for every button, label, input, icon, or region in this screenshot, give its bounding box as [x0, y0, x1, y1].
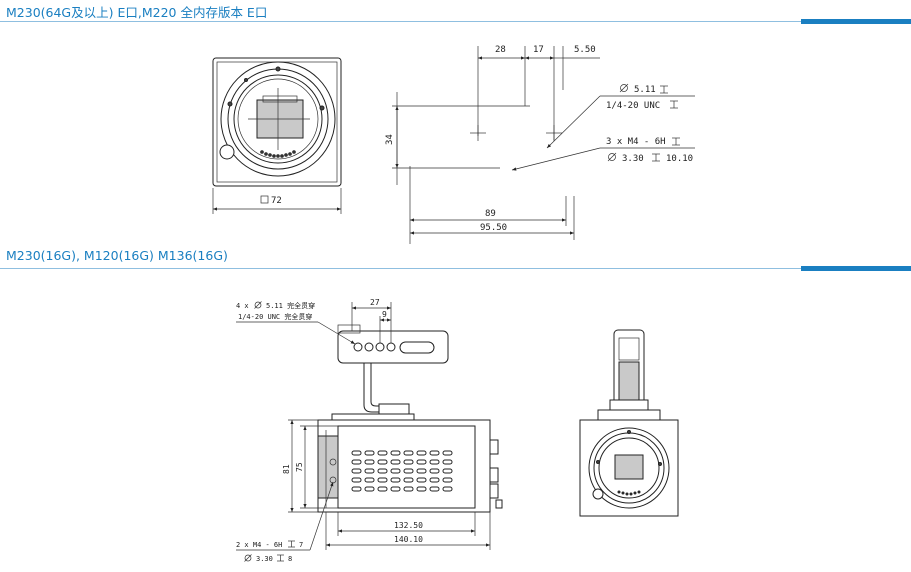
handle-callout-thread: 1/4-20 UNC 完全贯穿	[238, 312, 312, 321]
callout-m4-6h: 3 x M4 - 6H 3.30 10.10	[606, 137, 693, 164]
dim-140-10: 140.10	[394, 535, 423, 544]
bottom-callout-depth1: 7	[299, 541, 303, 549]
depth-symbol-icon	[660, 85, 668, 94]
dim-81: 81	[282, 464, 291, 474]
depth-symbol-icon	[652, 153, 660, 162]
dim-27: 27	[370, 298, 380, 307]
dim-9: 9	[382, 310, 387, 319]
depth-symbol-icon	[672, 137, 680, 146]
dim-17: 17	[533, 45, 544, 55]
section2-divider	[0, 268, 911, 269]
dim-34: 34	[385, 134, 395, 145]
depth-symbol-icon	[670, 100, 678, 109]
callout-bottom-m4: 2 x M4 - 6H 7 3.30 8	[236, 540, 303, 563]
bottom-callout-thread: 2 x M4 - 6H	[236, 541, 282, 549]
section2-title: M230(16G), M120(16G) M136(16G)	[6, 248, 228, 263]
dim-28: 28	[495, 45, 506, 55]
dim-95-50: 95.50	[480, 223, 507, 233]
callout-b-diameter: 3.30	[622, 154, 644, 164]
front-view-with-handle	[579, 329, 679, 517]
side-view-dimensions: 28 17 5.50 34 5.11 1/4-20 UNC	[385, 45, 695, 244]
vent-slots	[351, 450, 453, 492]
callout-a-thread: 1/4-20 UNC	[606, 101, 660, 111]
depth-symbol-icon	[288, 540, 295, 548]
dim-132-50: 132.50	[394, 521, 423, 530]
front-view-e-mount: 72	[212, 57, 342, 214]
bottom-callout-depth2: 8	[288, 555, 292, 563]
section1-divider	[0, 21, 911, 22]
depth-symbol-icon	[277, 554, 284, 562]
callout-b-depth: 10.10	[666, 154, 693, 164]
handle-callout-diameter: 5.11 完全贯穿	[266, 301, 315, 310]
bottom-callout-diameter: 3.30	[256, 555, 273, 563]
handle-callout-count: 4 x	[236, 302, 249, 310]
callout-quarter-20-unc: 5.11 1/4-20 UNC	[606, 83, 678, 111]
callout-a-diameter: 5.11	[634, 85, 656, 95]
side-view-with-handle: 27 9 4 x 5.11 完全贯穿 1/4-20 UNC 完全贯穿 81 75…	[236, 298, 503, 563]
section2-accent-bar	[801, 266, 911, 271]
callout-handle-holes: 4 x 5.11 完全贯穿 1/4-20 UNC 完全贯穿	[236, 301, 315, 321]
contact-pins	[617, 490, 641, 496]
dim-5-50: 5.50	[574, 45, 596, 55]
callout-b-thread: 3 x M4 - 6H	[606, 137, 666, 147]
section1-title: M230(64G及以上) E口,M220 全内存版本 E口	[6, 5, 268, 20]
contact-pins	[260, 150, 296, 158]
dim-89: 89	[485, 209, 496, 219]
dim-front-size: 72	[271, 196, 282, 206]
section1-accent-bar	[801, 19, 911, 24]
dim-75: 75	[295, 462, 304, 472]
